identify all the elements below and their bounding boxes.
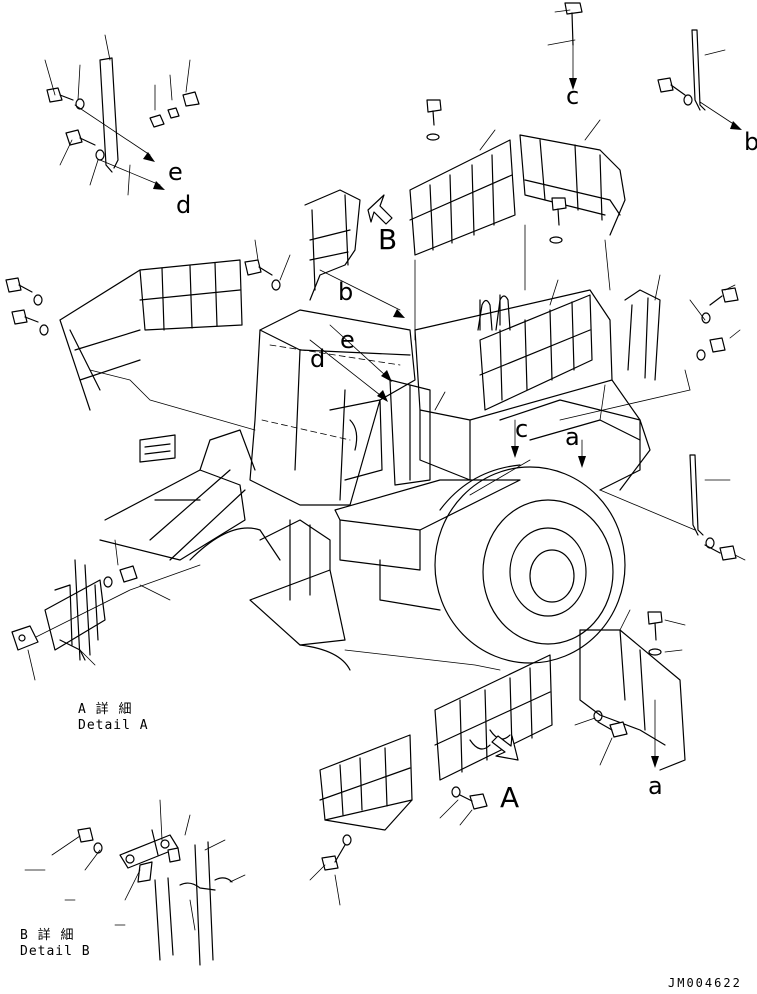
callout-b-right: b [744,128,757,156]
callout-e-left: e [168,158,183,186]
detail-b-label: B 詳 細 Detail B [20,928,91,960]
callout-c-top: c [566,82,580,110]
detail-a-label: A 詳 細 Detail A [78,702,149,734]
detail-b-label-jp: B 詳 細 [20,928,75,943]
callout-a-body: a [565,423,580,451]
callout-a-bottom: a [648,772,663,800]
machine-body [29,289,651,671]
detail-a-drawing [11,559,106,661]
callout-B: B [378,223,398,256]
detail-a-label-en: Detail A [78,718,149,733]
leader-lines [27,9,746,906]
callout-A: A [500,781,520,814]
callout-b-cab: b [338,278,354,306]
handrails [59,29,706,831]
detail-b-drawing [24,799,246,966]
detail-a-label-jp: A 詳 細 [78,702,133,717]
callout-d-left: d [176,191,192,219]
detail-b-label-en: Detail B [20,944,91,959]
document-id: JM004622 [668,976,742,990]
callout-e-cab: e [340,326,355,354]
callout-d-cab: d [310,345,326,373]
callout-c-body: c [515,415,529,443]
fasteners [5,2,739,871]
